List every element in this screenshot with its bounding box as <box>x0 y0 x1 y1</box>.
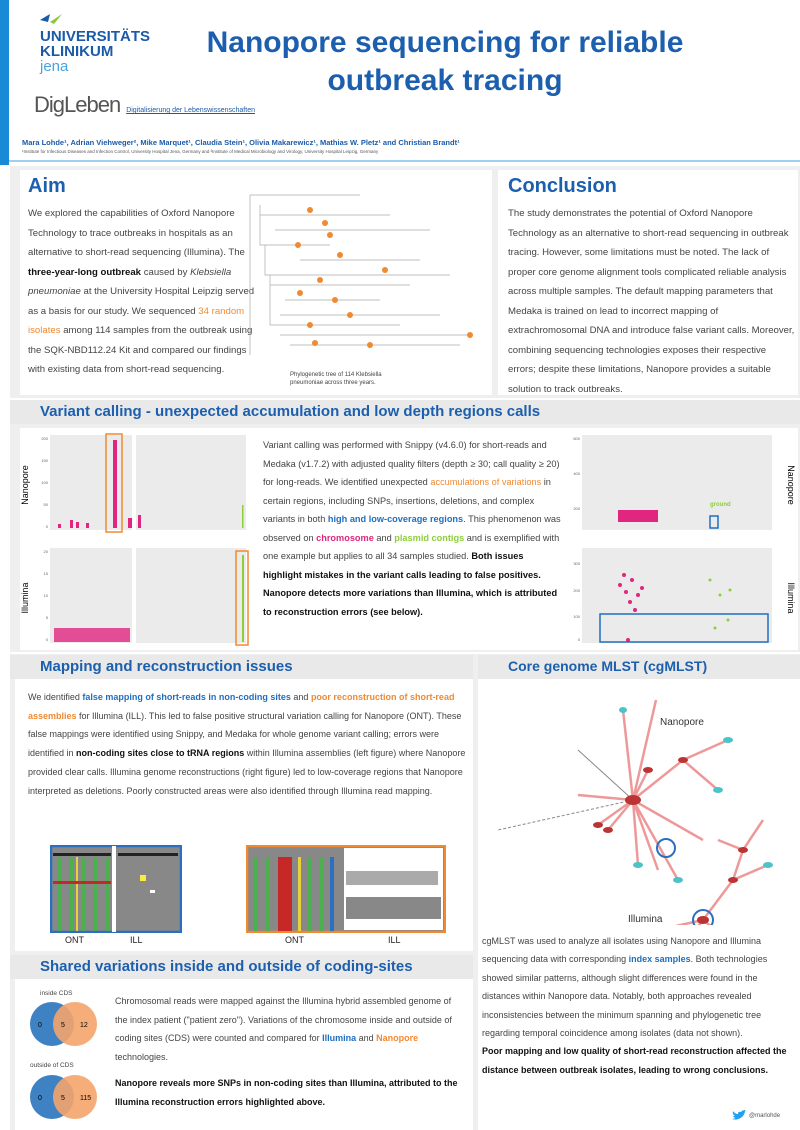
venn-value: 5 <box>61 1095 65 1102</box>
fig-label-ill: ILL <box>388 935 401 945</box>
tick: 5 <box>46 615 49 620</box>
logo-line: UNIVERSITÄTS <box>40 28 151 45</box>
venn-value: 0 <box>38 1095 42 1102</box>
right-label-nanopore: Nanopore <box>786 465 796 505</box>
mapping-heading: Mapping and reconstruction issues <box>10 655 473 679</box>
right-variant-plots: 600 400 200 300 200 100 0 ground Nanopore Ill… <box>573 435 796 643</box>
conclusion-text: The study demonstrates the potential of … <box>508 208 795 395</box>
network-label-nanopore: Nanopore <box>660 717 704 728</box>
venn2-label: outside of CDS <box>30 1062 74 1069</box>
title-line: Nanopore sequencing for reliable <box>206 26 684 59</box>
tick: 15 <box>44 571 49 576</box>
fig-label-ill: ILL <box>130 935 143 945</box>
tick: 200 <box>41 436 48 441</box>
variant-heading: Variant calling - unexpected accumulatio… <box>10 400 800 424</box>
digleben-subtitle: Digitalisierung der Lebenswissenschaften <box>126 107 255 114</box>
shared-heading: Shared variations inside and outside of … <box>10 955 473 979</box>
tick: 100 <box>573 614 580 619</box>
variant-text: Variant calling was performed with Snipp… <box>263 440 561 617</box>
title-line: outbreak tracing <box>327 64 563 97</box>
y-label-nanopore: Nanopore <box>20 465 30 505</box>
ground-tag: ground <box>710 502 731 508</box>
accent-bar <box>0 0 9 165</box>
right-label-illumina: Illumina <box>786 582 796 613</box>
tick: 50 <box>44 502 49 507</box>
uk-jena-logo: UNIVERSITÄTS KLINIKUM jena <box>40 14 180 74</box>
cgmlst-panel <box>478 679 800 1130</box>
header-divider <box>9 160 800 162</box>
poster-title: Nanopore sequencing for reliable outbreak… <box>180 24 710 100</box>
fig-label-ont: ONT <box>65 935 84 945</box>
tick: 600 <box>573 436 580 441</box>
venn1-label: inside CDS <box>40 990 73 997</box>
cgmlst-network: Nanopore Illumina <box>497 699 773 925</box>
twitter-icon <box>732 1110 746 1120</box>
cgmlst-text: cgMLST was used to analyze all isolates … <box>482 936 787 1075</box>
venn-value: 0 <box>38 1022 42 1029</box>
conclusion-heading: Conclusion <box>508 175 617 197</box>
tick: 150 <box>41 458 48 463</box>
logo-line: jena <box>40 58 69 75</box>
aim-heading: Aim <box>28 175 66 197</box>
y-label-illumina: Illumina <box>20 582 30 613</box>
affiliation: ¹Institute for Infectious Diseases and I… <box>22 149 379 154</box>
tick: 200 <box>573 506 580 511</box>
phylogenetic-tree <box>249 194 473 355</box>
tick: 100 <box>41 480 48 485</box>
tick: 200 <box>573 588 580 593</box>
venn-value: 12 <box>80 1022 88 1029</box>
tick: 20 <box>44 549 49 554</box>
tick: 0 <box>46 637 49 642</box>
mapping-text: We identified false mapping of short-rea… <box>28 692 466 796</box>
reconstruction-figure <box>246 845 446 933</box>
aim-text: We explored the capabilities of Oxford N… <box>28 208 255 375</box>
tree-caption: Phylogenetic tree of 114 Klebsiella pneu… <box>290 372 382 386</box>
tick: 400 <box>573 471 580 476</box>
shared-conclusion: Nanopore reveals more SNPs in non-coding… <box>115 1078 458 1107</box>
venn-outside-cds: 0 5 115 <box>30 1075 97 1119</box>
tick: 0 <box>46 524 49 529</box>
authors: Mara Lohde¹, Adrian Viehweger², Mike Mar… <box>22 138 460 147</box>
twitter-handle-text: @marlohde <box>749 1112 781 1119</box>
tick: 300 <box>573 561 580 566</box>
trna-mapping-figure <box>50 845 182 933</box>
venn-value: 115 <box>80 1095 91 1102</box>
butterfly-icon <box>40 14 62 24</box>
conclusion-panel <box>498 170 798 395</box>
aim-panel <box>20 170 492 395</box>
tick: 0 <box>578 637 581 642</box>
digleben-name: DigLeben <box>34 92 121 117</box>
tick: 10 <box>44 593 49 598</box>
venn-inside-cds: 0 5 12 <box>30 1002 97 1046</box>
venn-value: 5 <box>61 1022 65 1029</box>
network-label-illumina: Illumina <box>628 914 663 925</box>
fig-label-ont: ONT <box>285 935 304 945</box>
shared-text: Chromosomal reads were mapped against th… <box>115 996 452 1062</box>
cgmlst-heading: Core genome MLST (cgMLST) <box>478 655 800 679</box>
twitter-handle[interactable]: @marlohde <box>732 1110 780 1121</box>
logo-line: KLINIKUM <box>40 43 114 60</box>
